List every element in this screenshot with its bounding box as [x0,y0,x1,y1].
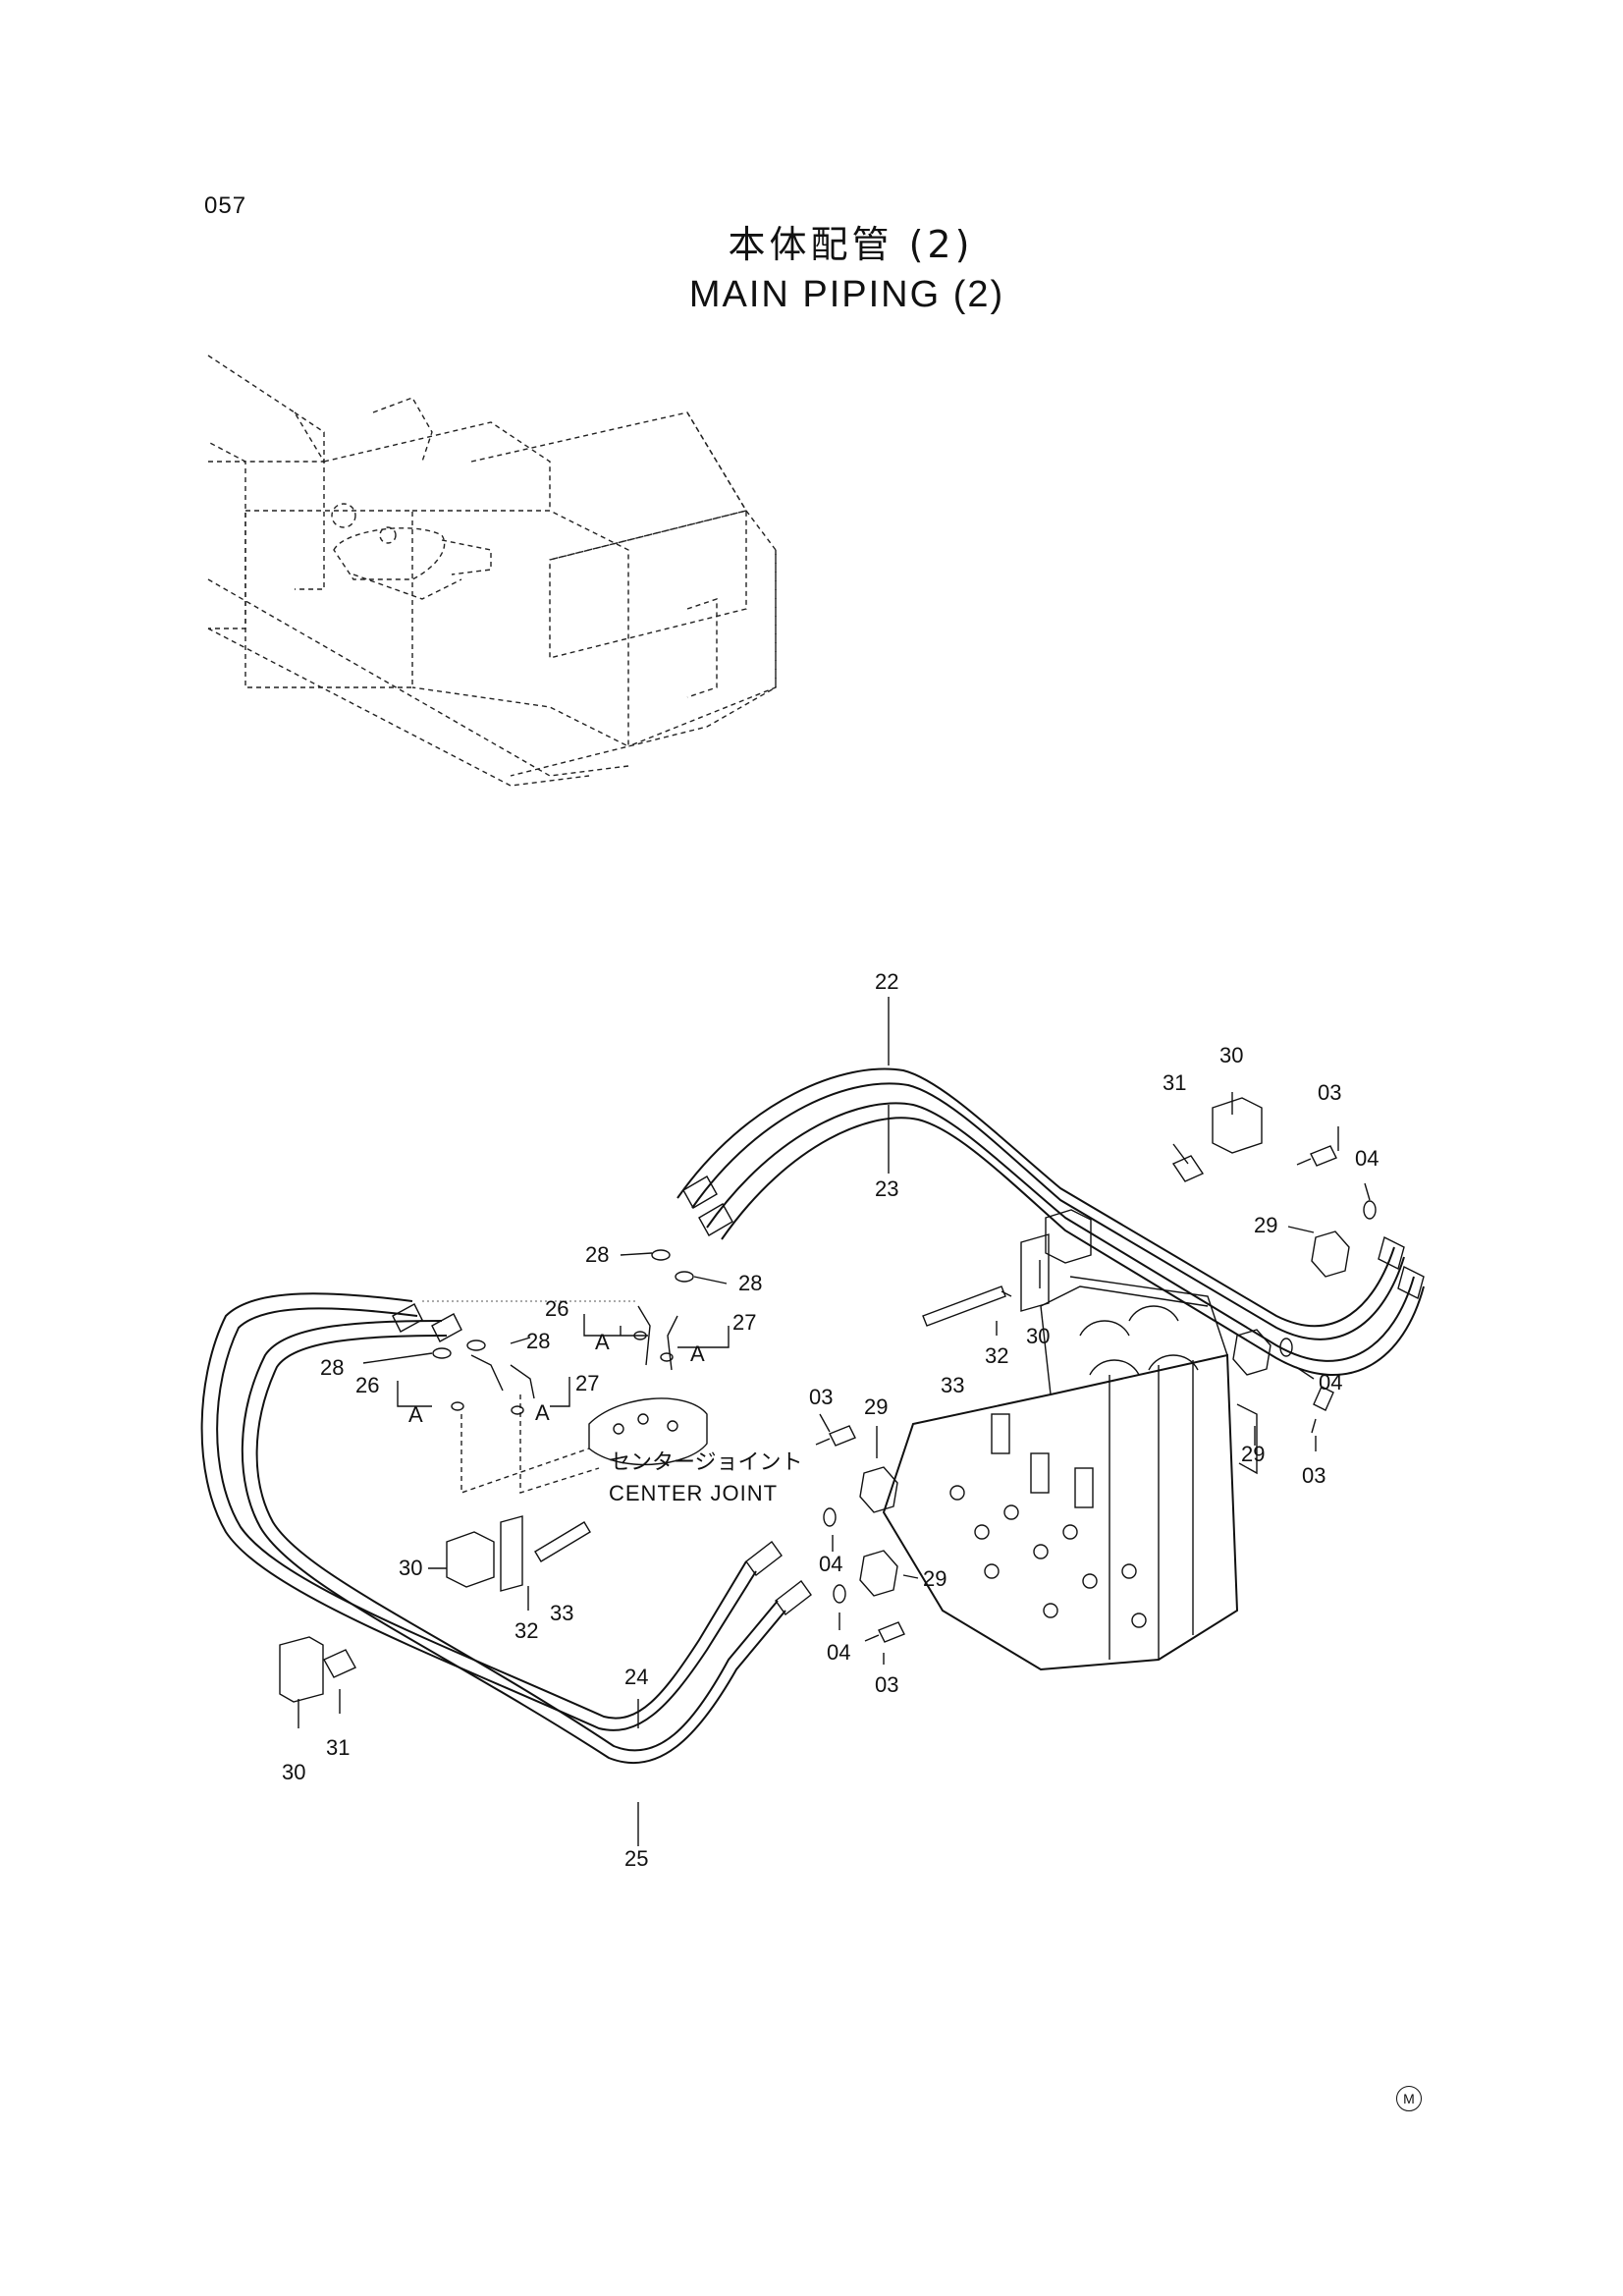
label-03-right: 03 [1302,1463,1325,1488]
label-25: 25 [624,1846,648,1871]
pipe-22-23 [676,1067,1425,1376]
label-29-lower-b: 29 [923,1566,947,1591]
label-30-lower: 30 [399,1556,422,1580]
label-32-lower: 32 [514,1618,538,1643]
label-03-upper: 03 [1318,1080,1341,1105]
label-A-b: A [690,1341,705,1366]
label-31-lower: 31 [326,1735,350,1760]
label-03-lower-left: 03 [809,1385,833,1409]
label-30-mid: 30 [1026,1324,1050,1348]
center-joint-label-japanese: センタージョイント [609,1450,803,1475]
title-block: 本体配管 (2) MAIN PIPING (2) [0,214,1623,316]
corner-mark: M [1396,2086,1422,2111]
label-29-right: 29 [1241,1442,1265,1466]
fittings [279,1097,1377,1703]
label-27-b: 27 [575,1371,599,1395]
label-04-lower-a: 04 [819,1552,842,1576]
label-29-upper: 29 [1254,1213,1277,1237]
label-31-upper: 31 [1163,1070,1186,1095]
control-valve [882,1276,1258,1671]
label-A-a: A [595,1330,610,1354]
label-04-lower-b: 04 [827,1640,850,1665]
label-04-upper: 04 [1355,1146,1379,1171]
label-33-lower: 33 [550,1601,573,1625]
label-A-d: A [535,1400,550,1425]
pipe-24-25 [200,1292,812,1764]
label-22: 22 [875,969,898,994]
label-A-c: A [408,1402,423,1427]
center-joint [460,1305,708,1494]
label-28-c: 28 [526,1329,550,1353]
machine-overview-sketch [207,355,777,787]
label-28-d: 28 [320,1355,344,1380]
label-03-lower: 03 [875,1672,898,1697]
label-26-a: 26 [545,1296,568,1321]
label-33-mid: 33 [941,1373,964,1397]
label-28-a: 28 [585,1242,609,1267]
label-30-bottom: 30 [282,1760,305,1784]
page-number: 057 [204,192,247,219]
label-28-b: 28 [738,1271,762,1295]
leader-lines [298,997,1371,1846]
label-32-mid: 32 [985,1343,1008,1368]
label-23: 23 [875,1176,898,1201]
label-26-b: 26 [355,1373,379,1397]
label-30-upper: 30 [1219,1043,1243,1067]
title-english: MAIN PIPING (2) [688,274,1005,315]
label-27-a: 27 [732,1310,756,1335]
label-29-lower: 29 [864,1394,888,1419]
center-joint-label-english: CENTER JOINT [609,1481,778,1505]
title-japanese: 本体配管 (2) [728,223,974,266]
label-24: 24 [624,1665,648,1689]
label-04-right: 04 [1319,1370,1342,1394]
